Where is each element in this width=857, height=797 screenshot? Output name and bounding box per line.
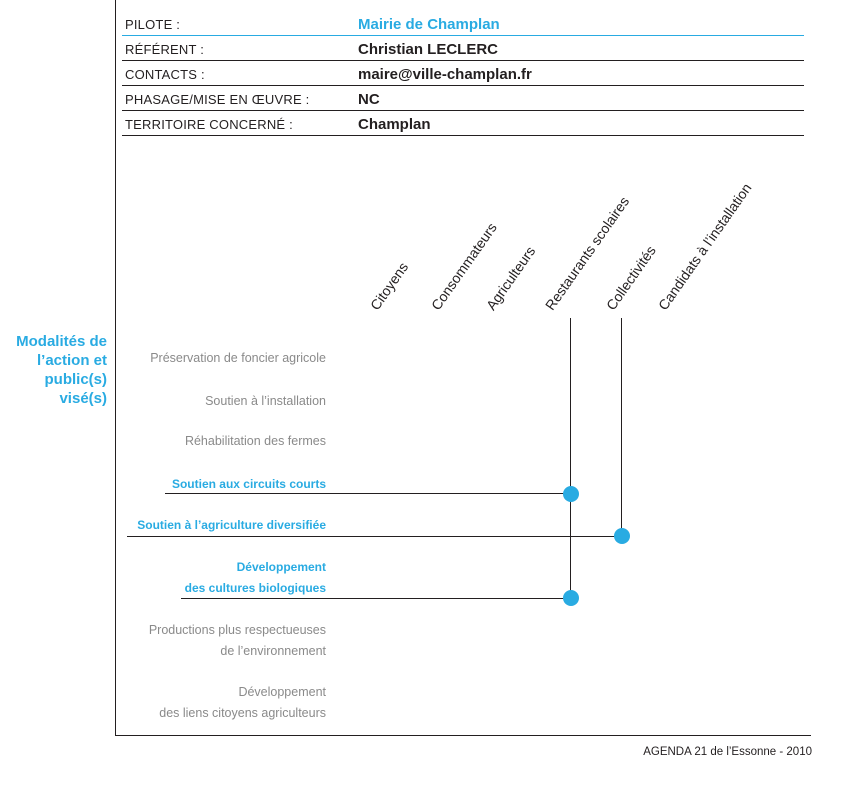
section-title: Modalités de l’action et public(s) visé(… bbox=[16, 333, 107, 407]
modality-row: Soutien à l’installation bbox=[205, 391, 326, 412]
link-dot-circuits-courts-restaurants bbox=[563, 486, 579, 502]
modality-label: Préservation de foncier agricole bbox=[150, 351, 326, 365]
column-header-candidats: Candidats à l’installation bbox=[654, 180, 755, 313]
modality-label: Soutien aux circuits courts bbox=[171, 477, 326, 491]
modality-row: Préservation de foncier agricole bbox=[150, 348, 326, 369]
modality-label: Productions plus respectueuses bbox=[148, 623, 326, 637]
info-row-territoire: TERRITOIRE CONCERNÉ : Champlan bbox=[122, 110, 804, 136]
info-row-referent: RÉFÉRENT : Christian LECLERC bbox=[122, 35, 804, 61]
column-header-agriculteurs: Agriculteurs bbox=[482, 243, 539, 313]
info-value: Champlan bbox=[358, 116, 431, 133]
modality-row-active: Soutien à l’agriculture diversifiée bbox=[137, 515, 326, 536]
link-line-agriculture-diversifiee bbox=[127, 536, 622, 537]
link-line-restaurants-scolaires bbox=[570, 318, 571, 598]
info-label: PILOTE : bbox=[125, 17, 181, 32]
frame-left-border bbox=[115, 0, 116, 735]
info-value: maire@ville-champlan.fr bbox=[358, 66, 532, 83]
info-label: CONTACTS : bbox=[125, 67, 205, 82]
info-value: Mairie de Champlan bbox=[358, 16, 500, 33]
modality-label: Réhabilitation des fermes bbox=[184, 434, 326, 448]
link-dot-agriculture-diversifiee-collectivites bbox=[614, 528, 630, 544]
modality-row: Productions plus respectueuses de l’envi… bbox=[149, 620, 326, 662]
info-value: Christian LECLERC bbox=[358, 41, 499, 58]
info-row-pilote: PILOTE : Mairie de Champlan bbox=[122, 10, 804, 36]
modality-label-line2: des liens citoyens agriculteurs bbox=[159, 706, 326, 720]
modality-label: Développement bbox=[236, 560, 326, 574]
modality-row-active: Développement des cultures biologiques bbox=[185, 557, 326, 599]
info-row-phasage: PHASAGE/MISE EN ŒUVRE : NC bbox=[122, 85, 804, 111]
info-value: NC bbox=[358, 91, 380, 108]
column-header-collectivites: Collectivités bbox=[602, 242, 659, 313]
info-label: RÉFÉRENT : bbox=[125, 42, 205, 57]
modality-row: Réhabilitation des fermes bbox=[185, 431, 326, 452]
modality-row-active: Soutien aux circuits courts bbox=[172, 474, 326, 495]
modality-label: Développement bbox=[238, 685, 326, 699]
link-line-cultures-biologiques bbox=[181, 598, 571, 599]
info-row-contacts: CONTACTS : maire@ville-champlan.fr bbox=[122, 60, 804, 86]
info-label: PHASAGE/MISE EN ŒUVRE : bbox=[125, 92, 310, 107]
modality-label: Soutien à l’installation bbox=[205, 394, 326, 408]
column-header-citoyens: Citoyens bbox=[366, 259, 412, 313]
link-dot-cultures-biologiques-restaurants bbox=[563, 590, 579, 606]
link-line-collectivites bbox=[621, 318, 622, 536]
info-label: TERRITOIRE CONCERNÉ : bbox=[125, 117, 293, 132]
frame-bottom-border bbox=[115, 735, 811, 736]
modality-label-line2: de l’environnement bbox=[220, 644, 326, 658]
modality-label: Soutien à l’agriculture diversifiée bbox=[137, 518, 326, 532]
modality-label-line2: des cultures biologiques bbox=[184, 581, 326, 595]
link-line-circuits-courts bbox=[165, 493, 571, 494]
footer-text: AGENDA 21 de l’Essonne - 2010 bbox=[643, 746, 812, 758]
modality-row: Développement des liens citoyens agricul… bbox=[159, 682, 326, 724]
